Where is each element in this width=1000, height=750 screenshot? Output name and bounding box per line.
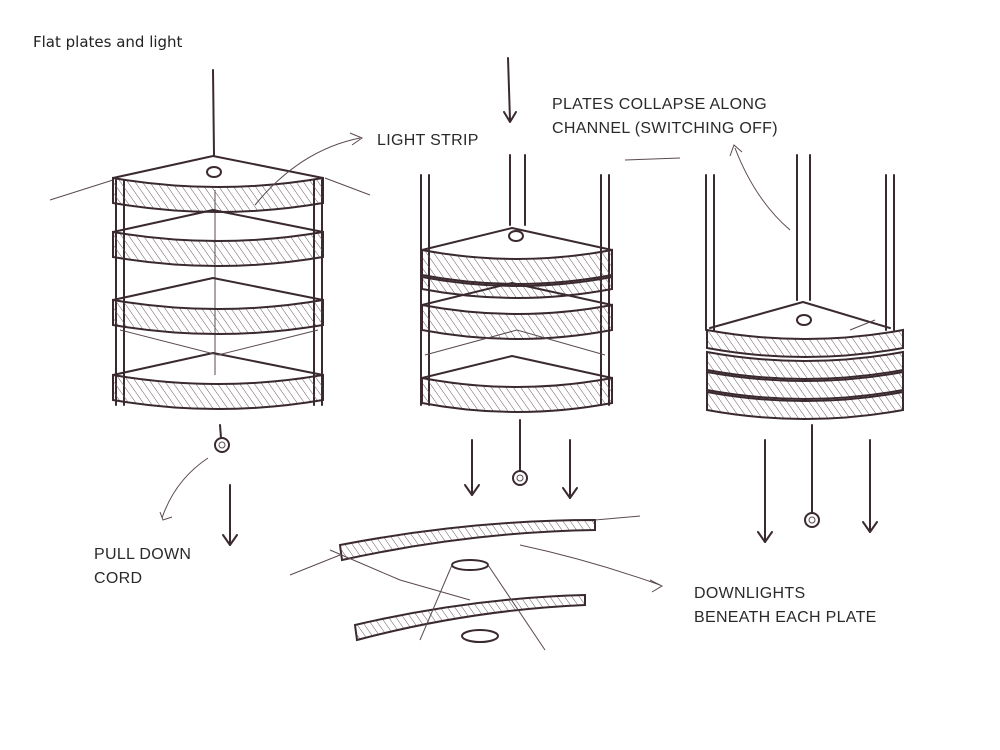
plate-edge bbox=[706, 390, 904, 420]
plate-top bbox=[112, 209, 324, 233]
light-ray bbox=[329, 549, 471, 601]
plate-edge bbox=[112, 373, 324, 410]
arrow-head bbox=[464, 484, 480, 496]
downlight-2 bbox=[461, 629, 499, 643]
cord-hole bbox=[206, 166, 222, 178]
detail-plate-2 bbox=[353, 593, 586, 642]
label-collapse-2: CHANNEL (SWITCHING OFF) bbox=[552, 120, 778, 137]
pull-cord bbox=[219, 424, 222, 439]
arrow-head bbox=[757, 531, 773, 543]
plate-edge bbox=[421, 248, 613, 285]
pull-cord-pointer bbox=[161, 457, 209, 519]
pull-cord-ball bbox=[214, 437, 230, 453]
cord-hole bbox=[508, 230, 524, 242]
arrow-head bbox=[503, 111, 517, 123]
light-ray bbox=[289, 554, 341, 576]
pull-cord-ball-inner bbox=[218, 441, 226, 449]
label-downlights-2: BENEATH EACH PLATE bbox=[694, 609, 877, 626]
plate-edge bbox=[112, 298, 324, 335]
arrow-head bbox=[349, 132, 364, 146]
pull-cord-ball-inner bbox=[808, 516, 816, 524]
plate-top bbox=[709, 301, 891, 329]
plate-edge bbox=[706, 370, 904, 400]
arrow-head bbox=[222, 534, 238, 546]
label-downlights-1: DOWNLIGHTS bbox=[694, 585, 806, 602]
light-ray bbox=[624, 157, 681, 161]
light-ray bbox=[594, 515, 641, 521]
page-title: Flat plates and light bbox=[33, 33, 183, 51]
plate-edge bbox=[706, 328, 904, 358]
cord-hole bbox=[796, 314, 812, 326]
plate-top bbox=[112, 352, 324, 376]
plate-edge bbox=[421, 303, 613, 340]
light-ray bbox=[49, 179, 114, 201]
pull-cord-ball bbox=[512, 470, 528, 486]
plate-top bbox=[421, 355, 613, 379]
plate-top bbox=[421, 282, 613, 306]
downlights-pointer bbox=[519, 544, 661, 586]
arrow-head bbox=[862, 521, 878, 533]
plate-top bbox=[112, 155, 324, 179]
plate-edge bbox=[421, 376, 613, 413]
detail-plate-1 bbox=[338, 518, 596, 562]
plate-edge bbox=[706, 350, 904, 380]
label-light-strip: LIGHT STRIP bbox=[377, 132, 479, 149]
pull-cord-ball bbox=[804, 512, 820, 528]
downlight-1 bbox=[451, 559, 489, 571]
cross-brace bbox=[119, 329, 319, 356]
label-pull-1: PULL DOWN bbox=[94, 546, 192, 563]
plate-top bbox=[112, 277, 324, 301]
label-pull-2: CORD bbox=[94, 570, 143, 587]
pull-cord-ball-inner bbox=[516, 474, 524, 482]
suspension-cord bbox=[212, 69, 215, 156]
light-ray bbox=[849, 319, 876, 331]
plate-edge bbox=[112, 176, 324, 213]
arrow-head bbox=[562, 487, 578, 499]
cross-brace bbox=[424, 329, 606, 356]
collapse-pointer bbox=[734, 147, 791, 231]
plate-edge bbox=[112, 230, 324, 267]
arrow-head bbox=[159, 511, 173, 521]
light-cone bbox=[487, 564, 546, 651]
label-collapse-1: PLATES COLLAPSE ALONG bbox=[552, 96, 767, 113]
light-ray bbox=[324, 177, 371, 196]
plate-top bbox=[421, 227, 613, 251]
arrow-head bbox=[649, 579, 664, 593]
arrow-head bbox=[729, 144, 743, 157]
light-cone bbox=[419, 564, 453, 641]
suspension-cord bbox=[507, 57, 511, 121]
light-strip-pointer bbox=[254, 137, 361, 206]
